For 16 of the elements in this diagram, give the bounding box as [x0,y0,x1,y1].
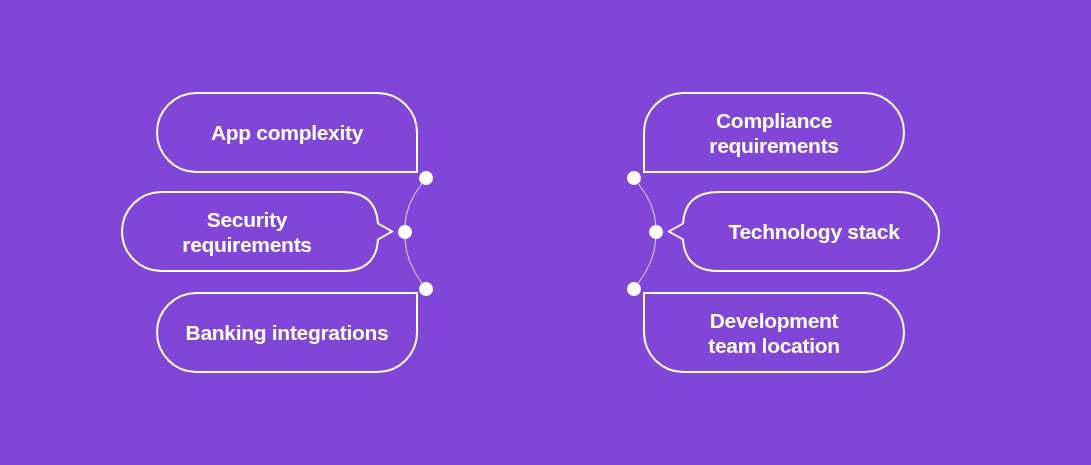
connector-dot [419,171,433,185]
bubble-label: Security requirements [181,206,313,257]
connector-dot [627,171,641,185]
connector-dot [649,225,663,239]
bubble-label: Banking integrations [184,320,390,345]
connector-dot [398,225,412,239]
connector-line [637,183,657,226]
connector-line [404,238,423,284]
bubble-label: Compliance requirements [708,107,840,158]
bubble-label: Development team location [707,307,841,358]
connector-line [404,183,423,226]
connector-line [637,238,657,284]
bubble-label: Technology stack [727,219,901,244]
bubble-label: App complexity [209,120,365,145]
connector-dot [627,282,641,296]
connector-dot [419,282,433,296]
